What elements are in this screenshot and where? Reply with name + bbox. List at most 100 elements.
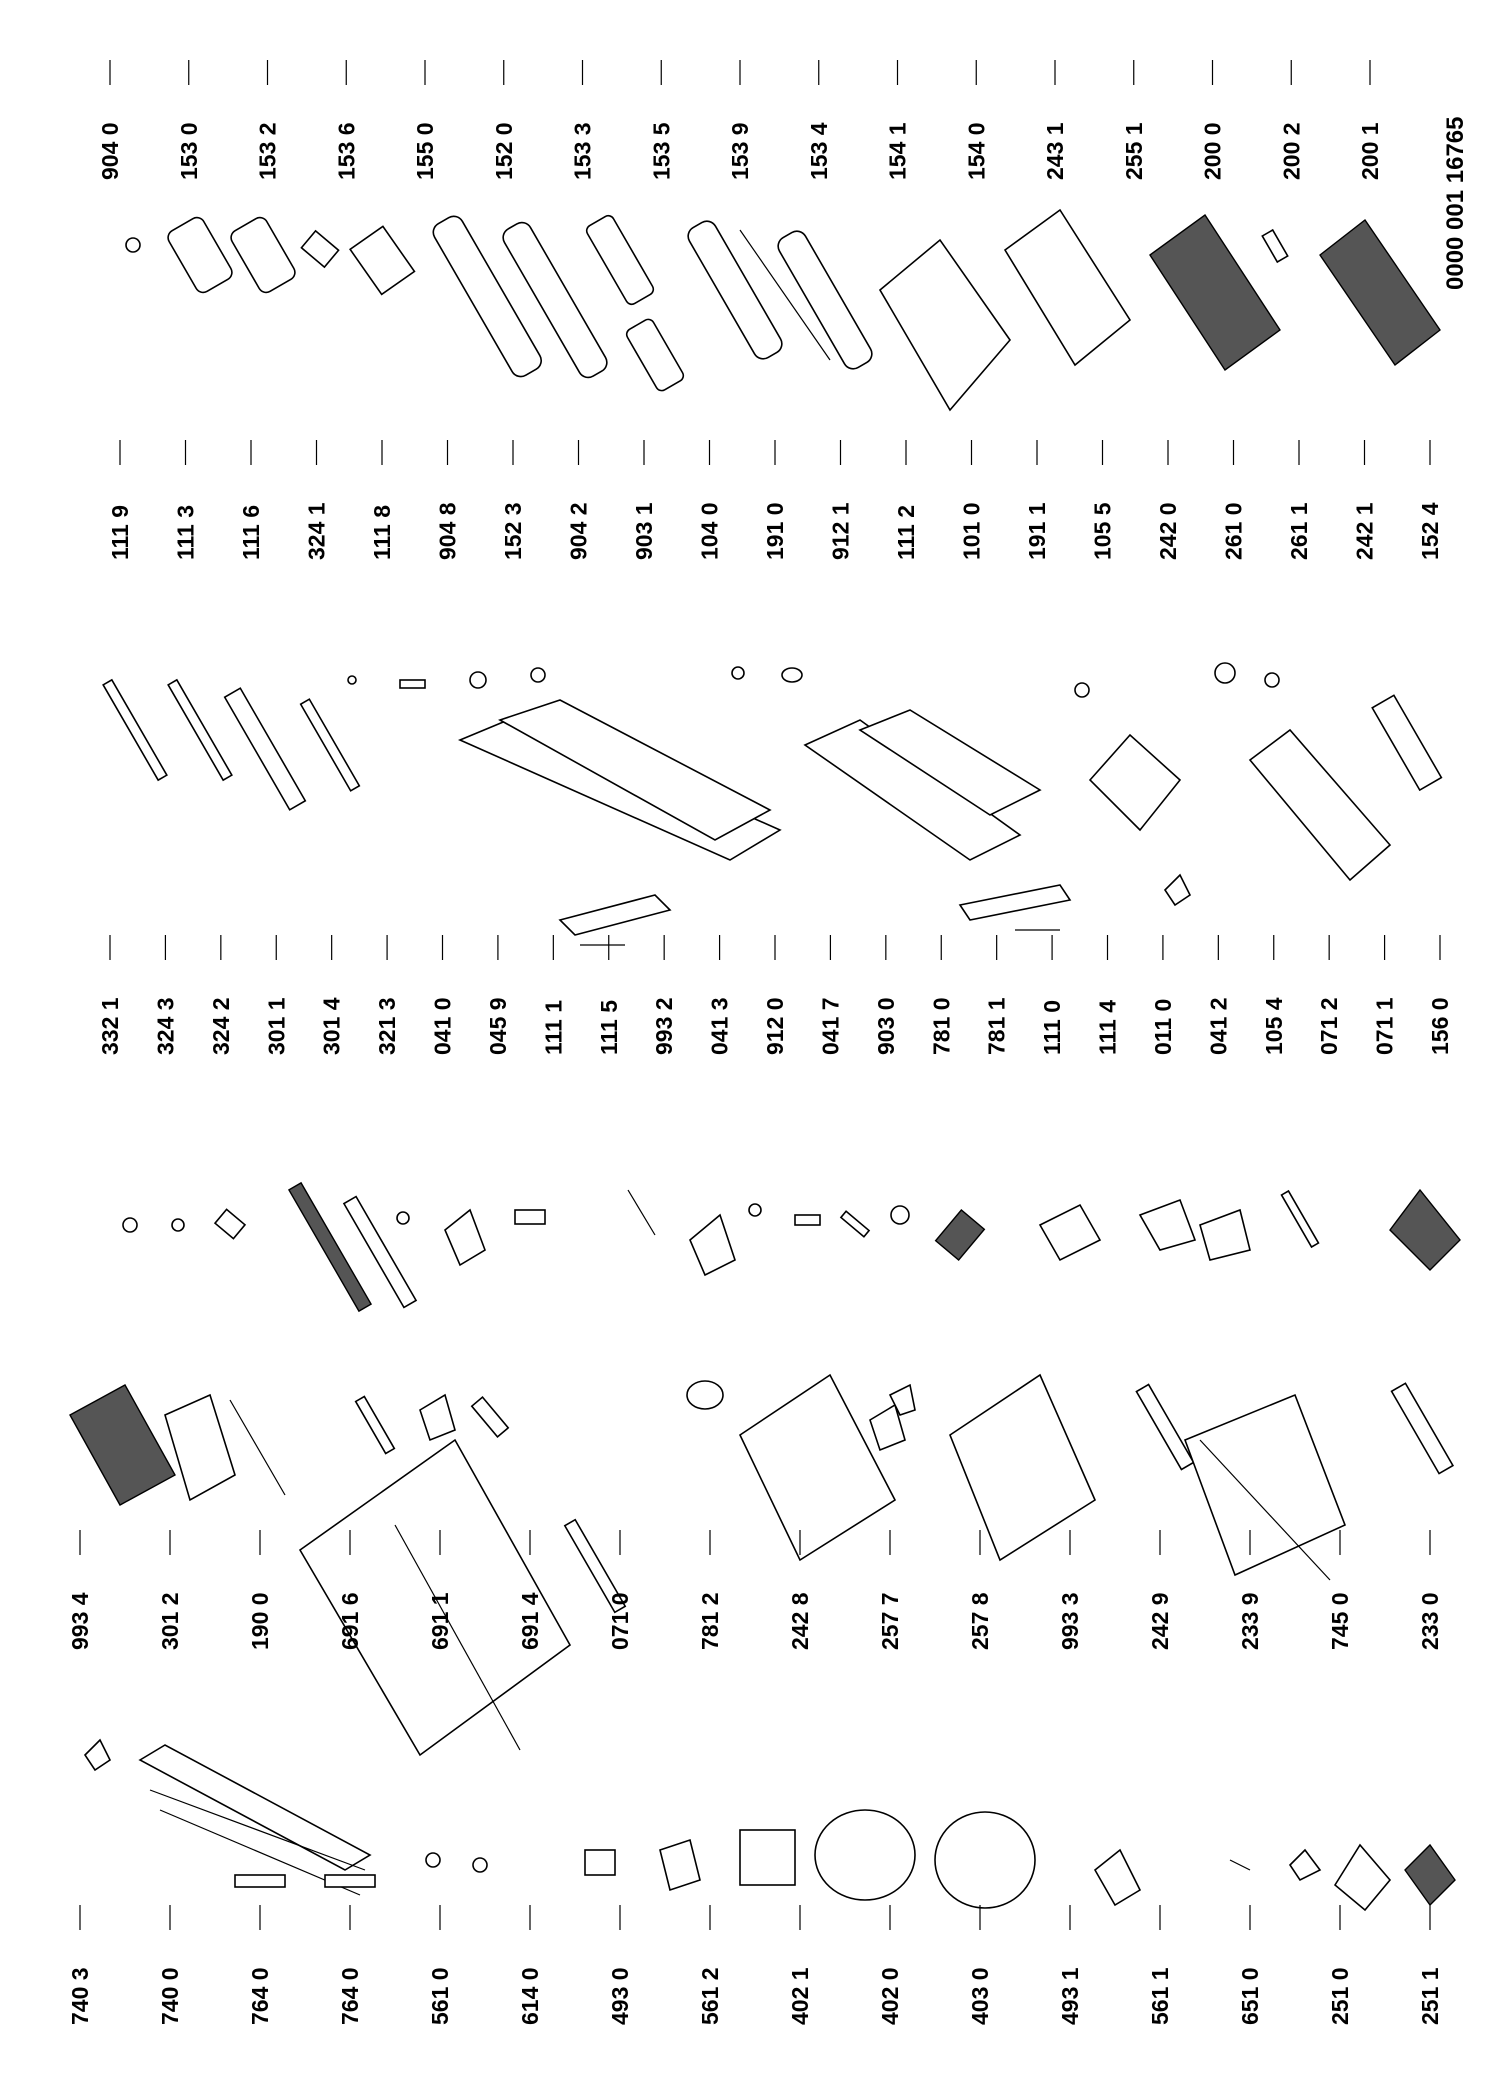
part-number-label: 993 3 xyxy=(1057,1592,1083,1650)
part-number-label: 324 1 xyxy=(304,502,330,560)
part-number-label: 242 1 xyxy=(1352,502,1378,560)
part-number-label: 152 3 xyxy=(500,502,526,560)
part-number-label: 154 0 xyxy=(963,122,989,180)
part-number-label: 105 5 xyxy=(1090,502,1116,560)
part-number-label: 301 2 xyxy=(157,1592,183,1650)
part-number-label: 200 2 xyxy=(1278,122,1304,180)
part-number-label: 071 2 xyxy=(1316,997,1342,1055)
part-number-label: 242 8 xyxy=(787,1592,813,1650)
part-number-label: 154 1 xyxy=(885,122,911,180)
part-number-label: 111 9 xyxy=(107,505,133,560)
part-number-label: 402 1 xyxy=(787,1967,813,2025)
part-number-label: 152 0 xyxy=(491,122,517,180)
part-number-label: 243 1 xyxy=(1042,122,1068,180)
part-number-label: 257 7 xyxy=(877,1592,903,1650)
part-number-label: 781 2 xyxy=(697,1592,723,1650)
part-number-label: 561 1 xyxy=(1147,1967,1173,2025)
part-number-label: 764 0 xyxy=(247,1967,273,2025)
part-number-label: 111 4 xyxy=(1095,1000,1121,1055)
part-number-label: 912 1 xyxy=(828,502,854,560)
part-number-label: 153 9 xyxy=(727,122,753,180)
part-number-label: 261 0 xyxy=(1221,502,1247,560)
part-number-label: 041 2 xyxy=(1205,997,1231,1055)
part-number-label: 903 0 xyxy=(873,997,899,1055)
part-number-label: 156 0 xyxy=(1427,997,1453,1055)
part-number-label: 071 1 xyxy=(1372,997,1398,1055)
part-number-label: 111 5 xyxy=(596,1000,622,1055)
part-number-label: 904 0 xyxy=(97,122,123,180)
part-number-label: 251 0 xyxy=(1327,1967,1353,2025)
part-number-label: 104 0 xyxy=(697,502,723,560)
part-number-label: 153 2 xyxy=(255,122,281,180)
part-number-label: 153 0 xyxy=(176,122,202,180)
part-number-label: 191 1 xyxy=(1024,502,1050,560)
part-number-label: 691 4 xyxy=(517,1592,543,1650)
part-number-label: 111 1 xyxy=(540,1000,566,1055)
part-number-label: 691 1 xyxy=(427,1592,453,1650)
door-shelf-parts xyxy=(125,208,1441,412)
part-number-label: 912 0 xyxy=(762,997,788,1055)
part-number-label: 993 2 xyxy=(651,997,677,1055)
part-drawings xyxy=(69,208,1461,1912)
part-number-label: 071 0 xyxy=(607,1592,633,1650)
part-number-label: 242 9 xyxy=(1147,1592,1173,1650)
part-number-label: 153 3 xyxy=(570,122,596,180)
part-number-label: 691 6 xyxy=(337,1592,363,1650)
part-number-label: 041 3 xyxy=(707,997,733,1055)
part-number-label: 321 3 xyxy=(374,997,400,1055)
part-number-label: 233 9 xyxy=(1237,1592,1263,1650)
part-number-label: 402 0 xyxy=(877,1967,903,2025)
part-number-label: 493 1 xyxy=(1057,1967,1083,2025)
part-number-label: 011 0 xyxy=(1150,999,1176,1055)
part-number-label: 993 4 xyxy=(67,1592,93,1650)
part-number-label: 903 1 xyxy=(631,502,657,560)
part-number-label: 257 8 xyxy=(967,1592,993,1650)
part-number-label: 111 6 xyxy=(238,505,264,560)
part-number-label: 200 0 xyxy=(1200,122,1226,180)
part-number-label: 045 9 xyxy=(485,997,511,1055)
part-number-label: 255 1 xyxy=(1121,122,1147,180)
part-number-label: 111 3 xyxy=(173,505,199,560)
part-number-label: 242 0 xyxy=(1155,502,1181,560)
part-number-label: 233 0 xyxy=(1417,1592,1443,1650)
part-number-label: 740 3 xyxy=(67,1967,93,2025)
part-number-label: 111 2 xyxy=(893,505,919,560)
document-number: 0000 001 16765 xyxy=(1442,116,1469,290)
part-number-label: 261 1 xyxy=(1286,502,1312,560)
part-number-label: 041 0 xyxy=(430,997,456,1055)
shelf-and-drawer-parts xyxy=(102,662,1443,882)
part-number-label: 251 1 xyxy=(1417,1967,1443,2025)
label-column-col-2: 993 4 301 2 190 0 691 6 691 1 691 4 071 0 781 2… xyxy=(67,1530,1443,1650)
part-number-label: 111 0 xyxy=(1039,1000,1065,1055)
part-number-label: 745 0 xyxy=(1327,1592,1353,1650)
part-number-label: 324 3 xyxy=(152,997,178,1055)
label-column-col-3: 332 1 324 3 324 2 301 1 301 4 321 3 041 0 045 9… xyxy=(97,935,1453,1055)
small-fittings xyxy=(122,873,1461,1313)
part-number-label: 781 1 xyxy=(984,997,1010,1055)
part-number-label: 332 1 xyxy=(97,997,123,1055)
part-number-label: 152 4 xyxy=(1417,502,1443,560)
part-number-label: 904 2 xyxy=(566,502,592,560)
part-number-label: 614 0 xyxy=(517,1967,543,2025)
part-number-label: 191 0 xyxy=(762,502,788,560)
part-number-label: 764 0 xyxy=(337,1967,363,2025)
part-number-label: 324 2 xyxy=(208,997,234,1055)
part-number-label: 041 7 xyxy=(817,997,843,1055)
part-number-label: 301 1 xyxy=(263,997,289,1055)
part-number-label: 740 0 xyxy=(157,1967,183,2025)
part-number-label: 561 2 xyxy=(697,1967,723,2025)
part-number-label: 155 0 xyxy=(412,122,438,180)
part-number-label: 105 4 xyxy=(1261,997,1287,1055)
compressor-and-electrical-parts xyxy=(83,1738,1456,1912)
part-number-label: 153 6 xyxy=(333,122,359,180)
cabinet-and-drawer-parts xyxy=(69,1373,1455,1757)
part-number-label: 301 4 xyxy=(319,997,345,1055)
part-number-label: 190 0 xyxy=(247,1592,273,1650)
part-number-label: 200 1 xyxy=(1357,122,1383,180)
part-number-label: 904 8 xyxy=(435,502,461,560)
